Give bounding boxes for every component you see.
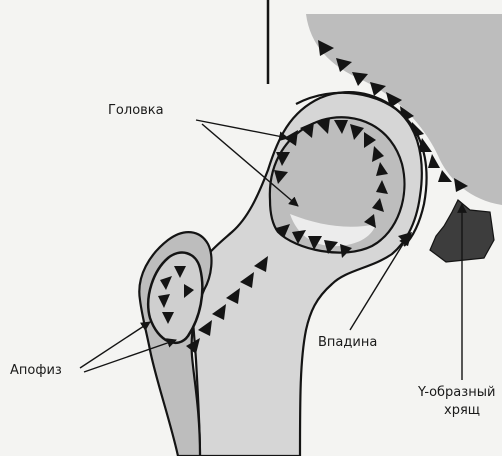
label-cartilage-line1: Y-образный	[417, 385, 495, 400]
label-socket: Впадина	[318, 335, 377, 350]
label-apophysis: Апофиз	[10, 363, 62, 378]
head-arrow-upper	[196, 120, 288, 138]
label-cartilage-line2: хрящ	[444, 403, 480, 418]
label-head: Головка	[108, 103, 164, 118]
